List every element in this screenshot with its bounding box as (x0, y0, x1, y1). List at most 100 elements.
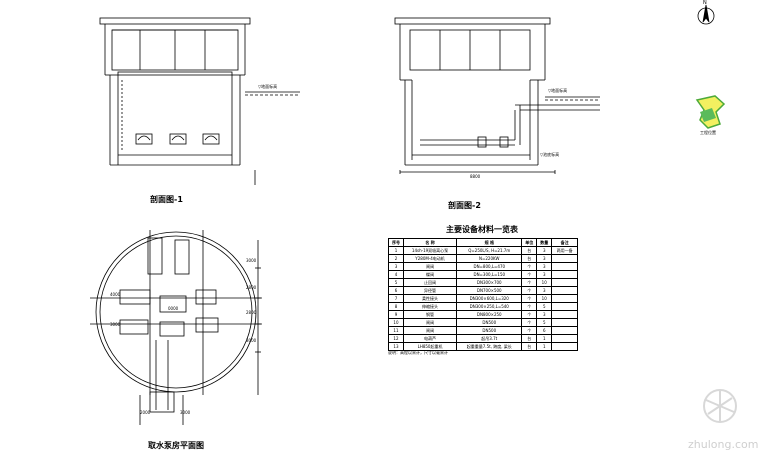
table-cell (551, 254, 578, 263)
table-cell: 2 (388, 254, 404, 263)
table-cell: Y280M-4电动机 (402, 254, 458, 263)
table-cell: 台 (521, 254, 538, 263)
watermark-logo-icon (703, 389, 737, 423)
table-cell: 1 (536, 342, 553, 351)
plan-drawing (90, 230, 262, 425)
table-header-cell: 备注 (551, 238, 578, 247)
table-cell: 起吊3.7t (456, 334, 523, 343)
table-cell: 3 (388, 262, 404, 271)
table-header-row: 序号 名 称 规 格 单位 数量 备注 (388, 238, 578, 247)
table-cell: 个 (521, 310, 538, 319)
north-label: N (703, 0, 707, 6)
table-cell: 电葫芦 (402, 334, 458, 343)
table-cell: LH850起重机 (402, 342, 458, 351)
table-cell: 6 (536, 326, 553, 335)
table-cell: DN500 (456, 326, 523, 335)
table-cell: 4 (388, 270, 404, 279)
table-cell: DN700×500 (456, 286, 523, 295)
table-header-cell: 数量 (536, 238, 553, 247)
table-cell: 10 (536, 294, 553, 303)
table-cell: 5 (388, 278, 404, 287)
table-cell: 个 (521, 262, 538, 271)
table-cell: 伸缩接头 (402, 302, 458, 311)
table-cell: 柔性接头 (402, 294, 458, 303)
table-header-cell: 单位 (521, 238, 538, 247)
table-cell: 蝶阀 (402, 270, 458, 279)
table-cell: 个 (521, 270, 538, 279)
table-cell: 3 (536, 270, 553, 279)
table-cell: 5 (536, 318, 553, 327)
table-cell: 3 (536, 310, 553, 319)
table-cell: N=220KW (456, 254, 523, 263)
table-cell: 闸阀 (402, 318, 458, 327)
plan-dim-right-1: 3000 (246, 258, 257, 263)
table-cell: 12 (388, 334, 404, 343)
table-cell (551, 294, 578, 303)
table-cell: 3 (536, 246, 553, 255)
table-cell (551, 318, 578, 327)
table-cell: 闸阀 (402, 262, 458, 271)
table-cell: 台 (521, 246, 538, 255)
table-cell (551, 326, 578, 335)
table-cell: DN=300,L=150 (456, 270, 523, 279)
plan-dim-right-3: 2800 (246, 310, 257, 315)
table-cell: 5 (536, 302, 553, 311)
table-cell: 个 (521, 318, 538, 327)
drawing-note: 说明：高程以米计，尺寸以毫米计 (388, 350, 448, 355)
table-cell: 14sh-19双吸离心泵 (402, 246, 458, 255)
table-cell: 7 (388, 294, 404, 303)
plan-dim-left-2: 3000 (110, 322, 121, 327)
plan-title: 取水泵房平面图 (148, 441, 204, 450)
plan-dim-right-4: 3000 (246, 338, 257, 343)
location-map-icon (695, 95, 726, 129)
table-cell (551, 270, 578, 279)
watermark-text: zhulong.com (688, 438, 759, 451)
table-cell: Q=250L/S, H=21.7m (456, 246, 523, 255)
table-cell: DN=800,L=470 (456, 262, 523, 271)
table-header-cell: 名 称 (402, 238, 458, 247)
table-cell: 10 (388, 318, 404, 327)
table-cell: 10 (536, 278, 553, 287)
table-cell: 9 (388, 310, 404, 319)
table-cell: 个 (521, 278, 538, 287)
table-cell: 个 (521, 326, 538, 335)
table-cell (551, 334, 578, 343)
table-cell (551, 262, 578, 271)
map-inset-label: 工程位置 (700, 130, 716, 135)
table-cell: 台 (521, 334, 538, 343)
plan-dim-right-2: 2800 (246, 285, 257, 290)
table-cell: 6 (388, 286, 404, 295)
table-cell: 个 (521, 294, 538, 303)
bottom-level-right: ▽池底标高 (540, 152, 560, 157)
table-cell: DN500 (456, 318, 523, 327)
section-2-drawing (394, 17, 600, 174)
table-cell: 闸阀 (402, 326, 458, 335)
table-cell: 钢管 (402, 310, 458, 319)
table-cell: 1 (536, 334, 553, 343)
table-cell (551, 310, 578, 319)
table-cell: 3 (536, 262, 553, 271)
width-dim-right: 8800 (470, 174, 481, 179)
table-cell: 11 (388, 326, 404, 335)
table-cell: 3 (536, 286, 553, 295)
plan-dim-bottom-1: 2000 (140, 410, 151, 415)
section-2-title: 剖面图-2 (448, 201, 481, 210)
table-cell: 个 (521, 302, 538, 311)
table-header-cell: 序号 (388, 238, 404, 247)
plan-dim-left-1: 4000 (110, 292, 121, 297)
table-header-cell: 规 格 (456, 238, 523, 247)
ground-level-right: ▽地面标高 (548, 88, 568, 93)
table-cell: 8 (388, 302, 404, 311)
